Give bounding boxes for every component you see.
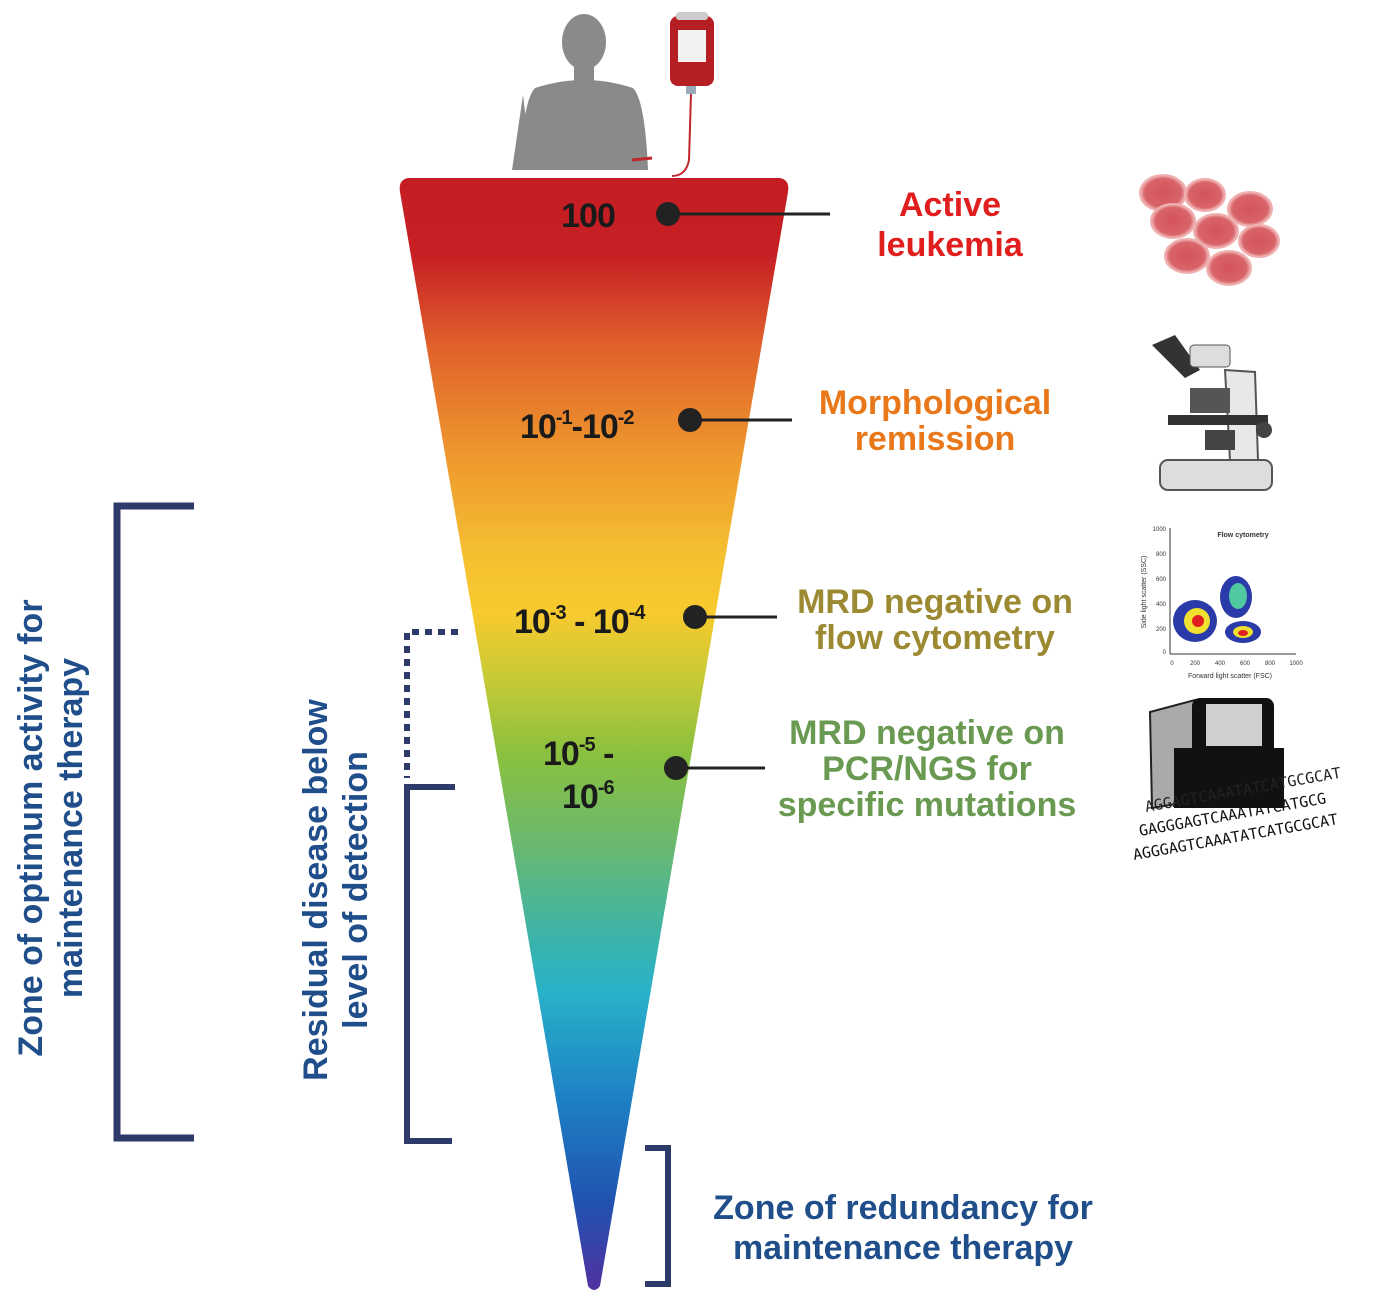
residual-zone-bracket [404,784,455,1144]
blood-bag-icon [631,12,714,177]
x-tick: 800 [1265,661,1276,667]
y-tick: 0 [1163,650,1167,656]
sequencer-icon [1148,698,1284,810]
flow-cytometry-plot: Flow cytometry Forward light scatter (FS… [1141,527,1303,680]
y-tick: 200 [1156,627,1167,633]
level-10-5-10-6: 10-5 - 10-6 [543,734,765,816]
optimum-zone-bracket [113,502,194,1142]
level-label: 100 [561,197,615,235]
red-blood-cells-icon [1139,174,1280,286]
y-tick: 800 [1156,552,1167,558]
y-tick: 400 [1156,602,1167,608]
cell-population-granulocytes [1225,621,1261,643]
level-10-3-10-4: 10-3 - 10-4 [514,602,777,641]
x-tick: 200 [1190,661,1201,667]
x-tick: 600 [1240,661,1251,667]
residual-zone-bracket-dotted [404,629,458,778]
plot-xlabel: Forward light scatter (FSC) [1188,673,1272,680]
level-label: 10-5 - [543,734,613,773]
plot-ylabel: Side light scatter (SSC) [1141,556,1148,629]
cell-population-lymphocytes [1173,600,1217,642]
x-tick: 1000 [1289,661,1303,667]
human-figure-icon [512,14,648,170]
zone-optimum-label: Zone of optimum activity formaintenance … [12,599,90,1056]
microscope-icon [1152,335,1273,491]
x-tick: 0 [1170,661,1174,667]
level-label: 10-3 - 10-4 [514,602,646,641]
y-tick: 1000 [1153,527,1167,533]
x-tick: 400 [1215,661,1226,667]
plot-title: Flow cytometry [1217,532,1268,539]
zone-residual-label: Residual disease belowlevel of detection [297,699,375,1081]
level-100: 100 [561,197,830,235]
disease-burden-cone [399,178,789,1290]
y-tick: 600 [1156,577,1167,583]
redundancy-zone-bracket [645,1145,671,1287]
level-label: 10-6 [562,777,614,816]
level-10-1-10-2: 10-1-10-2 [520,407,792,446]
cell-population-monocytes [1220,576,1252,618]
level-label: 10-1-10-2 [520,407,634,446]
